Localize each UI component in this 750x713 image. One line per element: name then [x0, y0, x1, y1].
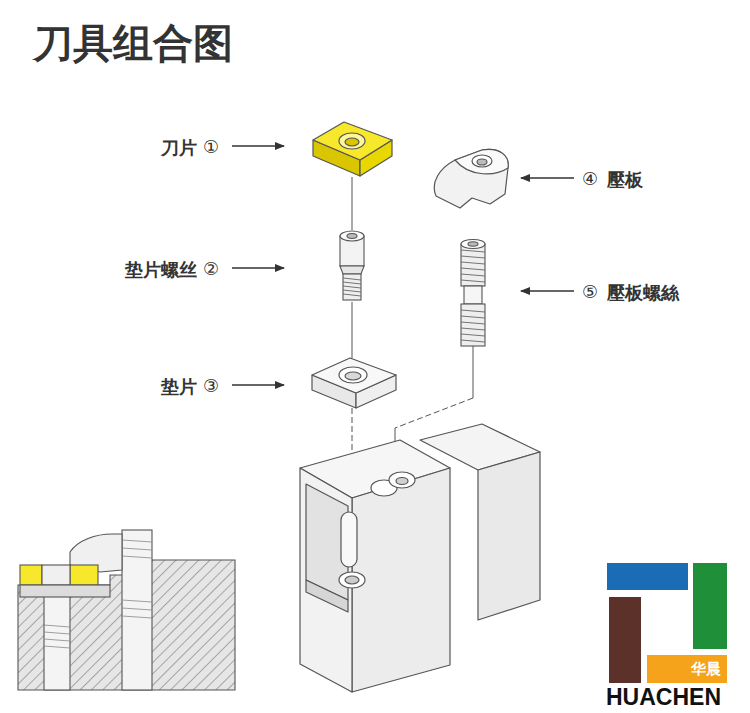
cross-section — [18, 530, 235, 690]
callout-number: ④ — [582, 168, 598, 189]
leader-arrows — [232, 146, 574, 385]
brand-name: HUACHEN — [606, 684, 721, 711]
shim-screw — [340, 231, 364, 300]
part-name: 壓板螺絲 — [607, 281, 679, 305]
logo — [607, 563, 727, 683]
callout-number: ③ — [203, 375, 219, 396]
cutting-insert — [313, 122, 392, 176]
part-name: 壓板 — [607, 168, 643, 192]
shim — [312, 358, 396, 408]
callout-number: ⑤ — [582, 281, 598, 302]
logo-text: 华晨 — [691, 661, 721, 678]
part-name: 垫片 — [161, 375, 197, 399]
logo-block: 华晨 — [647, 655, 727, 683]
clamp — [434, 149, 508, 208]
tool-holder — [300, 440, 450, 692]
callout-number: ② — [203, 258, 219, 279]
callout-number: ① — [203, 136, 219, 157]
clamp-screw — [461, 240, 485, 347]
part-name: 垫片螺丝 — [125, 258, 197, 282]
diagram-title: 刀具组合图 — [33, 16, 233, 71]
part-name: 刀片 — [161, 136, 197, 160]
